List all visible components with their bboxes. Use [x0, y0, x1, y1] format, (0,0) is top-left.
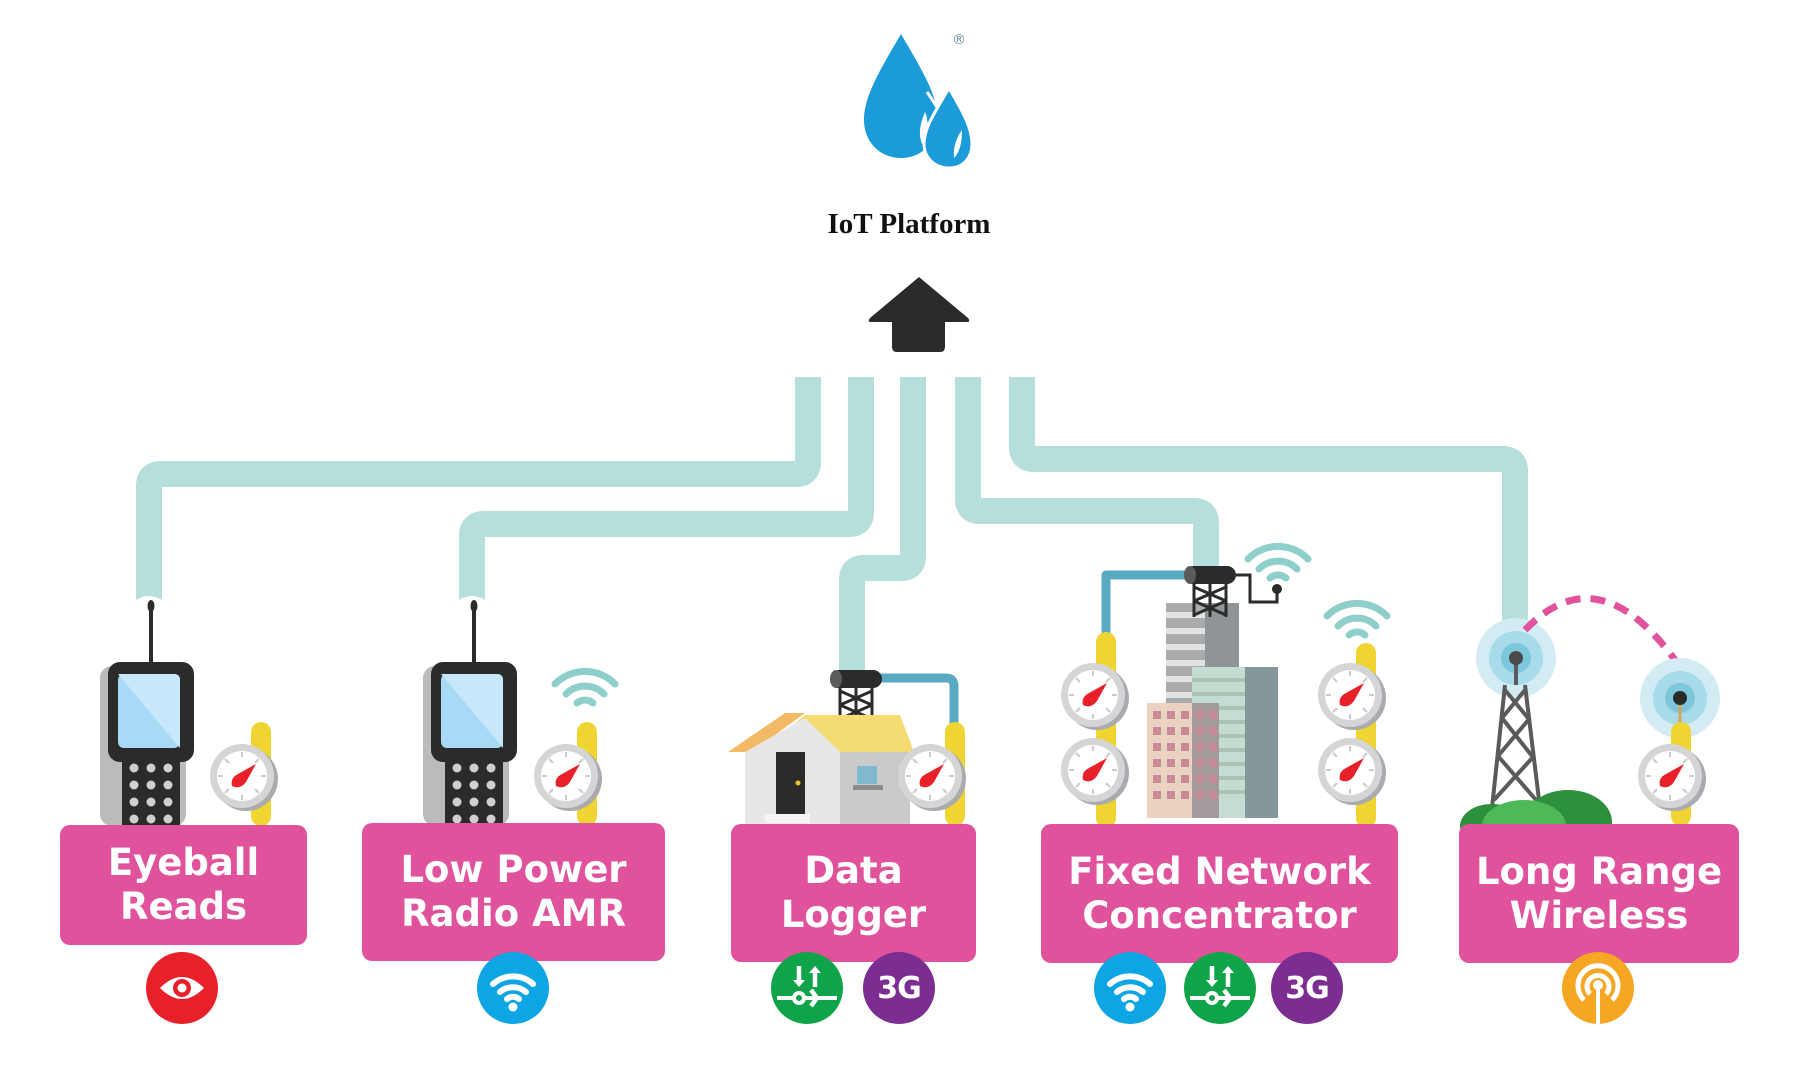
3g-icon: 3G — [863, 952, 935, 1024]
handheld-reader-radio — [421, 598, 519, 834]
concentrator-signal-icon — [1248, 546, 1308, 578]
wifi-icon — [477, 952, 549, 1024]
network-transfer-icon — [1184, 952, 1256, 1024]
pipe-fixed-network — [955, 377, 1219, 570]
up-arrow-icon — [868, 277, 970, 352]
page-title: IoT Platform — [827, 208, 991, 240]
handheld-reader-eyeball — [98, 598, 196, 834]
3g-label: 3G — [1285, 970, 1329, 1006]
registered-mark: ® — [952, 32, 966, 48]
water-meter — [1637, 743, 1707, 812]
label-eyeball-reads: Eyeball Reads — [60, 825, 307, 945]
label-line: Concentrator — [1082, 893, 1357, 937]
label-line: Logger — [780, 893, 927, 936]
meter-signal-icon — [1327, 603, 1387, 635]
label-line: Wireless — [1509, 893, 1689, 937]
long-range-tower — [1460, 594, 1720, 854]
pipe-low-power — [459, 377, 874, 600]
pipe-data-logger — [839, 377, 926, 672]
concentrator-buildings — [1096, 564, 1376, 828]
label-line: Low Power — [400, 848, 627, 891]
label-long-range-wireless: Long Range Wireless — [1459, 824, 1739, 963]
pipe-eyeball — [136, 377, 821, 600]
label-line: Data — [804, 849, 903, 892]
eye-icon — [146, 952, 218, 1024]
label-line: Eyeball — [107, 841, 260, 884]
water-meter — [1060, 662, 1130, 731]
water-meter — [1060, 737, 1130, 806]
label-line: Long Range — [1475, 849, 1723, 893]
radio-signal-icon — [555, 671, 615, 703]
pipe-long-range — [1009, 377, 1528, 625]
label-line: Fixed Network — [1068, 849, 1371, 893]
label-line: Radio AMR — [401, 892, 626, 935]
network-transfer-icon — [771, 952, 843, 1024]
3g-icon: 3G — [1271, 952, 1343, 1024]
broadcast-antenna-icon — [1562, 952, 1634, 1024]
label-fixed-network-concentrator: Fixed Network Concentrator — [1041, 824, 1398, 963]
label-line: Reads — [119, 885, 248, 928]
3g-label: 3G — [877, 970, 921, 1006]
water-drops-logo — [864, 34, 974, 170]
label-data-logger: Data Logger — [731, 824, 976, 962]
label-low-power-radio-amr: Low Power Radio AMR — [362, 823, 665, 961]
wifi-icon — [1094, 952, 1166, 1024]
connection-pipes — [136, 377, 1528, 672]
